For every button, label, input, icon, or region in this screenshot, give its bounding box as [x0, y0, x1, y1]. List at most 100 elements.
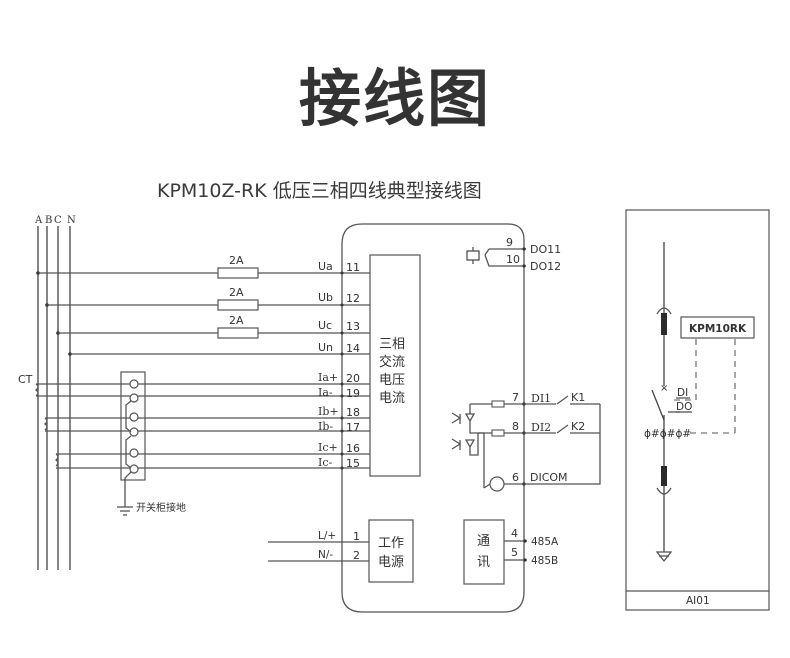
terminal-number: 13	[346, 320, 360, 333]
shorting-link	[125, 435, 132, 469]
ground-wire	[124, 471, 132, 507]
device-label: KPM10RK	[689, 323, 747, 335]
terminal-number: 8	[512, 420, 519, 433]
terminal-dot	[522, 264, 526, 268]
screw-terminal-icon	[129, 464, 139, 474]
terminal-number: 15	[346, 457, 360, 470]
fuse-rating: 2A	[229, 286, 244, 299]
screw-terminal-icon	[129, 448, 139, 458]
signal-label: 485B	[531, 555, 558, 567]
signal-label: DO12	[530, 260, 561, 273]
ct-coil-icon	[43, 417, 48, 431]
contact-label: K2	[571, 420, 585, 433]
terminal-dots	[340, 271, 344, 470]
signal-label: DI2	[531, 421, 551, 434]
terminal-number: 7	[512, 391, 519, 404]
relay-outputs: 9 10 DO11 DO12	[466, 236, 561, 273]
page-title: 接线图	[298, 62, 491, 135]
measure-block-line: 三相	[379, 337, 405, 352]
breaker-switch-icon	[651, 389, 665, 421]
contact-label: K1	[571, 391, 585, 404]
panel-diagram: AI01 × KPM10RK DI DO ϕ#ϕ#ϕ#	[625, 209, 770, 611]
phase-label-c: C	[54, 215, 62, 226]
signal-label: 485A	[531, 536, 559, 548]
measurement-block	[369, 254, 421, 477]
ct-coil-icon	[54, 453, 59, 467]
current-inputs: CT 开关柜接地 Ia+ 20	[18, 371, 370, 516]
terminal-block	[120, 371, 146, 481]
terminal-number: 1	[353, 530, 360, 543]
comm-block-line: 讯	[477, 555, 490, 570]
power-block	[368, 519, 414, 583]
digital-inputs: 7 DI1 K1 8 DI2 K2 6 DICOM	[451, 391, 601, 492]
phototransistor-icon	[451, 438, 462, 450]
switch-k2-icon	[556, 424, 569, 434]
signal-label: L/+	[318, 530, 336, 542]
signal-label: DO11	[530, 243, 561, 256]
device-outline	[341, 223, 525, 613]
terminal-number: 18	[346, 406, 360, 419]
bus-bars: A B C N	[34, 215, 76, 570]
terminal-number: 19	[346, 387, 360, 400]
signal-label: Ua	[318, 260, 333, 273]
relay-contact-icon	[484, 248, 490, 256]
ct-coil-icon	[34, 383, 39, 397]
terminal-number: 17	[346, 421, 360, 434]
fuse-icon	[217, 267, 259, 279]
comm-block	[463, 519, 505, 585]
measure-block-line: 电流	[379, 391, 405, 406]
phase-label-n: N	[67, 215, 76, 226]
panel-footer-label: AI01	[686, 595, 710, 607]
fuse-rating: 2A	[229, 254, 244, 267]
isolator-icon	[661, 466, 667, 486]
terminal-number: 9	[506, 236, 513, 249]
terminal-number: 4	[511, 527, 518, 540]
signal-label: N/-	[318, 549, 333, 561]
signal-label: Ic-	[318, 456, 333, 469]
communication: 通 讯 4 5 485A 485B	[463, 519, 559, 585]
panel-frame	[625, 209, 770, 611]
screw-terminal-icon	[129, 379, 139, 389]
comm-block-line: 通	[477, 534, 490, 549]
signal-label: Ib+	[318, 405, 339, 418]
phase-label-a: A	[34, 215, 43, 226]
switch-k1-icon	[556, 395, 569, 405]
device-label-box	[680, 316, 755, 339]
signal-label: Ic+	[318, 441, 338, 454]
switch-x-mark: ×	[660, 383, 668, 394]
terminal-number: 11	[346, 261, 360, 274]
led-icon	[464, 413, 476, 423]
fuse-icon	[217, 327, 259, 339]
terminal-number: 6	[512, 471, 519, 484]
common-return-wire	[524, 404, 601, 485]
terminal-number: 12	[346, 292, 360, 305]
terminal-number: 5	[511, 546, 518, 559]
disconnector-icon	[656, 307, 672, 315]
wire-do12	[484, 254, 526, 267]
screw-terminal-icon	[129, 412, 139, 422]
di-label: DI	[677, 387, 688, 399]
fuse-icon	[217, 299, 259, 311]
signal-label: Ia-	[318, 386, 333, 399]
resistor-icon	[491, 429, 505, 437]
ct-symbol-icon: ϕ#ϕ#ϕ#	[644, 428, 691, 440]
terminal-number: 16	[346, 442, 360, 455]
phase-label-b: B	[45, 215, 52, 226]
signal-label: Ib-	[318, 420, 333, 433]
resistor-icon	[491, 400, 505, 408]
power-source-icon	[489, 476, 505, 492]
ground-label: 开关柜接地	[136, 501, 186, 514]
screw-terminal-icon	[129, 427, 139, 437]
power-supply: 工作 电源 L/+ 1 N/- 2	[268, 519, 414, 583]
terminal-number: 2	[353, 549, 360, 562]
measure-block-line: 电压	[379, 373, 405, 388]
signal-label: Un	[318, 341, 333, 354]
terminal-number: 10	[506, 253, 520, 266]
fuse-rating: 2A	[229, 314, 244, 327]
wire-dicom	[483, 483, 526, 489]
voltage-inputs: 2A Ua 11 2A Ub 12 2A Uc 13 Un 14	[36, 254, 370, 356]
terminal-dot	[523, 558, 527, 562]
relay-coil-icon	[466, 250, 480, 261]
isolator-icon	[661, 313, 667, 335]
